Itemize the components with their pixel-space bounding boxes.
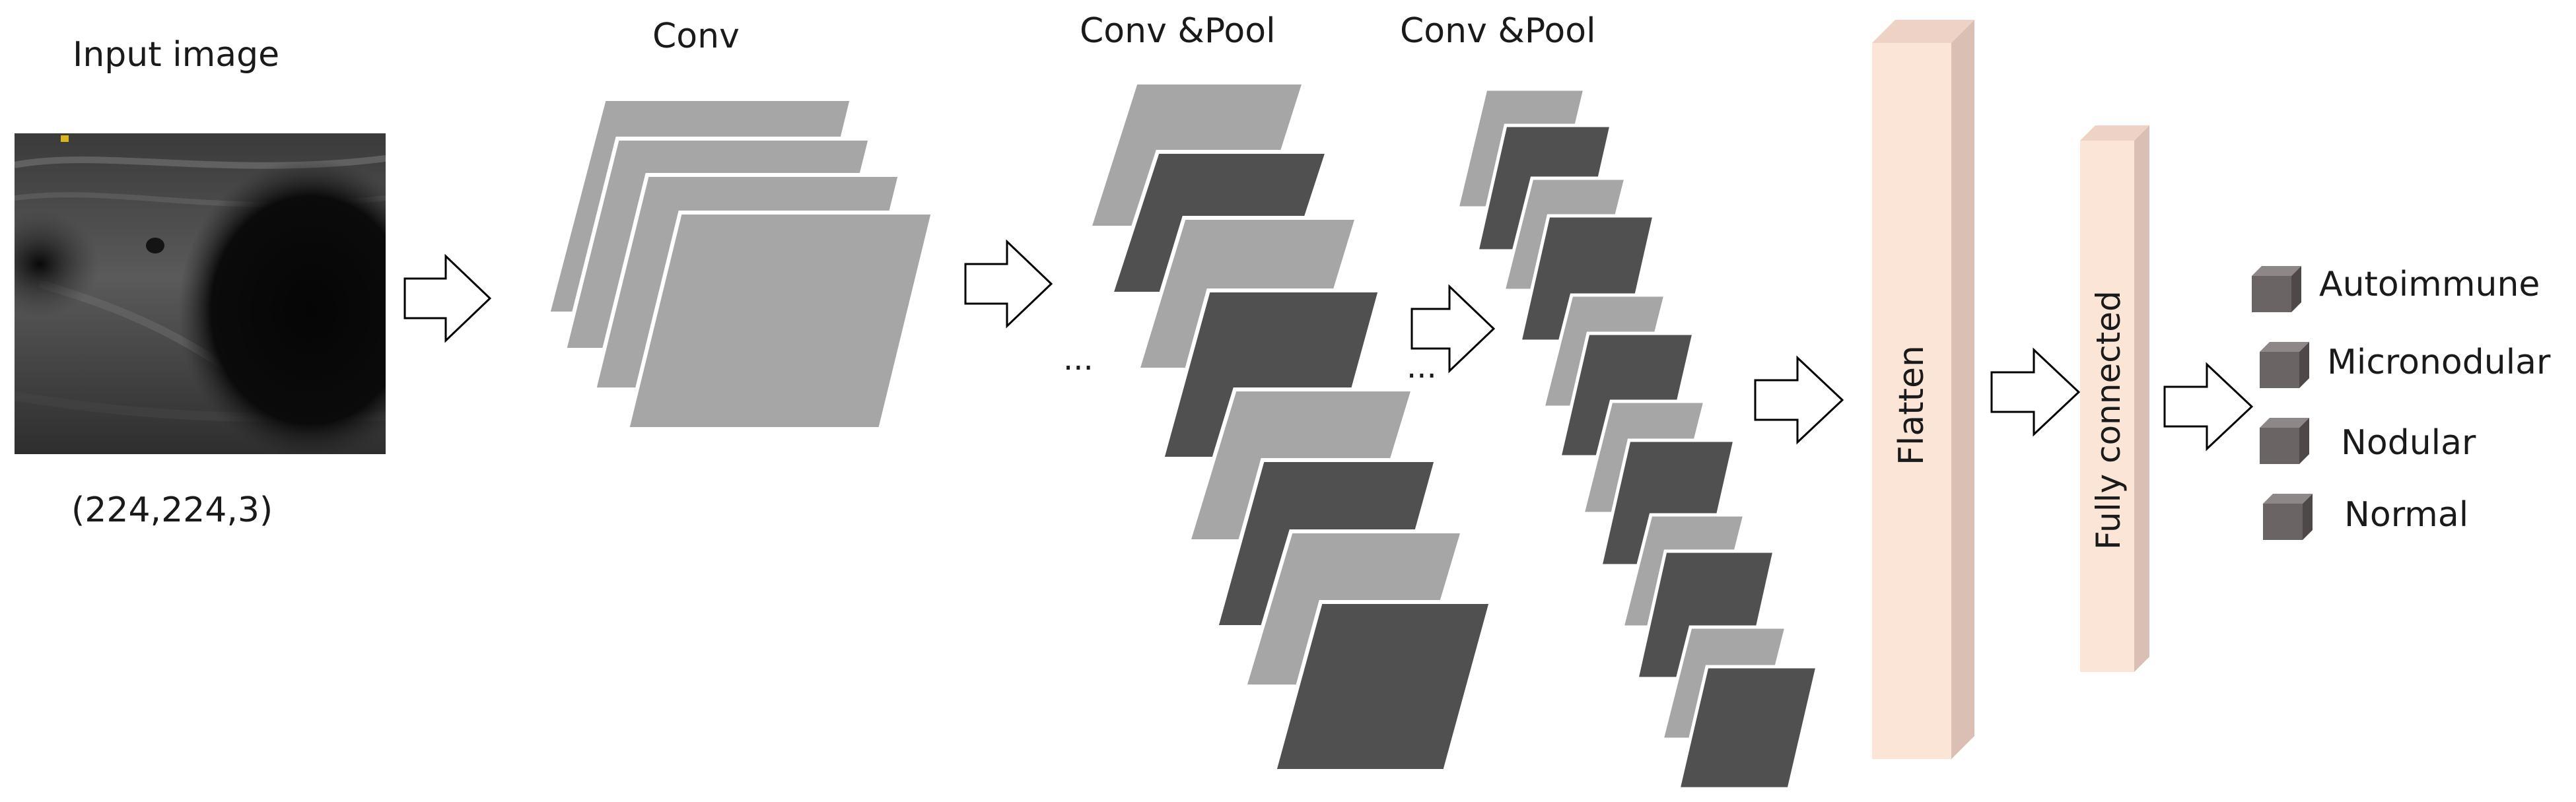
output-normal: Normal [2263, 494, 2468, 540]
conv-label: Conv [652, 17, 740, 56]
flatten-bar-top [1872, 20, 1974, 43]
conv-pool-2-feature-maps [1455, 87, 1820, 791]
cube-top [2252, 266, 2301, 276]
output-nodular: Nodular [2260, 418, 2476, 464]
flatten-bar-side [1951, 20, 1974, 759]
cube-top [2260, 418, 2309, 428]
fc-bar-face [2080, 141, 2134, 672]
arrow-6 [2163, 362, 2254, 451]
fc-bar-side [2134, 125, 2149, 672]
output-label: Normal [2344, 495, 2468, 535]
arrow-1 [403, 253, 492, 343]
arrow-3 [1410, 284, 1496, 374]
ellipsis-2: ... [1407, 349, 1437, 385]
arrow-5 [1990, 347, 2081, 437]
conv-map-4 [625, 211, 936, 431]
ultrasound-image [15, 133, 386, 454]
output-label: Micronodular [2327, 343, 2551, 382]
cube-top [2260, 342, 2309, 352]
conv-pool-1-label: Conv &Pool [1080, 11, 1276, 51]
conv-pool-1-feature-maps [1086, 81, 1494, 773]
output-label: Nodular [2341, 423, 2476, 463]
cube-icon [2260, 352, 2299, 388]
arrow-2 [964, 239, 1053, 329]
cube-icon [2263, 504, 2303, 540]
output-micronodular: Micronodular [2260, 342, 2551, 388]
output-label: Autoimmune [2319, 265, 2540, 304]
arrow-4 [1754, 355, 1844, 445]
cp2-map-12 [1676, 665, 1820, 791]
fully-connected-label: Fully connected [2089, 290, 2128, 550]
cube-side [2299, 418, 2309, 464]
cube-side [2299, 342, 2309, 388]
output-classes: Autoimmune Micronodular Nodular Normal [2252, 265, 2551, 540]
input-image-title: Input image [73, 35, 279, 75]
cube-side [2291, 266, 2301, 312]
cube-icon [2252, 276, 2291, 312]
output-autoimmune: Autoimmune [2252, 265, 2540, 312]
cube-side [2303, 494, 2313, 540]
conv-pool-2-label: Conv &Pool [1400, 11, 1596, 51]
cube-icon [2260, 428, 2299, 464]
fully-connected-layer: Fully connected [2080, 125, 2149, 672]
flatten-layer: Flatten [1872, 20, 1974, 759]
flatten-bar-face [1872, 43, 1951, 759]
cube-top [2263, 494, 2313, 504]
fc-bar-top [2080, 125, 2149, 141]
flatten-label: Flatten [1892, 345, 1932, 465]
input-shape-label: (224,224,3) [71, 490, 273, 530]
conv-feature-maps [545, 97, 936, 431]
cp1-map-8 [1272, 600, 1494, 773]
ellipsis-1: ... [1063, 341, 1094, 378]
